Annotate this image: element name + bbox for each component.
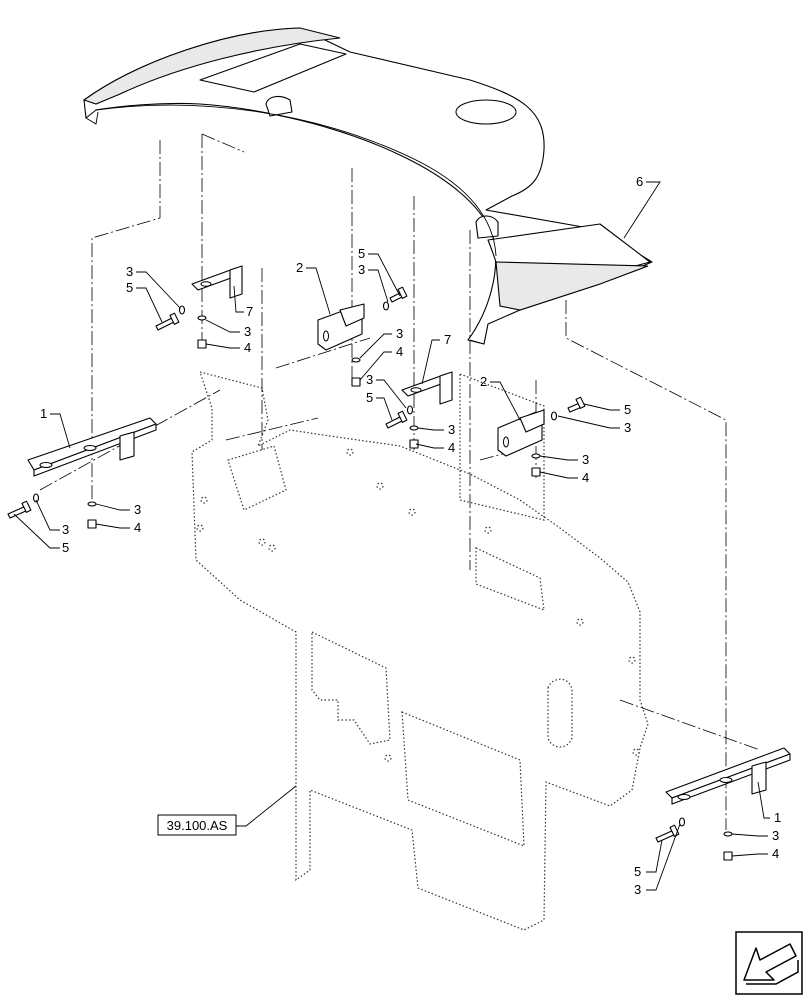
callout-3: 3 [244,324,251,339]
callout-4: 4 [582,470,589,485]
callout-5: 5 [366,390,373,405]
callout-3: 3 [772,828,779,843]
reference-label-text: 39.100.AS [167,818,228,833]
callout-3: 3 [126,264,133,279]
callout-2: 2 [296,260,303,275]
callout-3: 3 [582,452,589,467]
callout-7: 7 [444,332,451,347]
callout-3: 3 [634,882,641,897]
callout-3: 3 [62,522,69,537]
callout-labels: 6 2 3 5 7 3 4 5 3 3 4 7 3 5 3 4 2 5 3 3 … [40,174,781,897]
bracket-part-7-center [401,371,453,405]
callout-5: 5 [358,246,365,261]
callout-5: 5 [62,540,69,555]
callout-3: 3 [134,502,141,517]
reference-label-39-100-as[interactable]: 39.100.AS [157,814,237,836]
callout-4: 4 [244,340,251,355]
arrow-down-left-icon[interactable] [735,931,803,995]
callout-5: 5 [126,280,133,295]
rear-panel-phantom [191,371,649,931]
callout-2: 2 [480,374,487,389]
bracket-part-1-right [665,747,791,805]
bracket-part-2-right [497,409,545,457]
callout-1: 1 [40,406,47,421]
callout-4: 4 [396,344,403,359]
callout-3: 3 [358,262,365,277]
fender-part-6 [82,27,653,345]
callout-3: 3 [624,420,631,435]
alignment-lines [39,133,761,830]
leader-lines [13,181,770,891]
callout-4: 4 [448,440,455,455]
callout-3: 3 [448,422,455,437]
callout-4: 4 [772,846,779,861]
callout-4: 4 [134,520,141,535]
bracket-part-7-left [191,265,243,299]
bracket-part-2-center [317,303,365,351]
callout-1: 1 [774,810,781,825]
callout-5: 5 [634,864,641,879]
callout-5: 5 [624,402,631,417]
callout-7: 7 [246,304,253,319]
callout-3: 3 [396,326,403,341]
callout-3: 3 [366,372,373,387]
bracket-part-1-left [27,417,157,477]
callout-6: 6 [636,174,643,189]
